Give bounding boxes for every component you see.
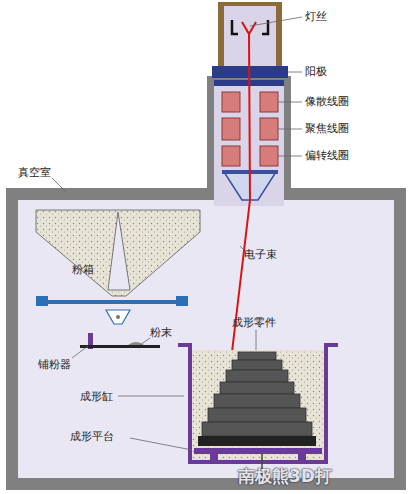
part-label: 成形平台 (70, 430, 114, 443)
part-label: 灯丝 (305, 10, 327, 23)
part-label: 成形缸 (80, 390, 113, 403)
part-label: 像散线圈 (305, 95, 349, 108)
part-label: 成形零件 (232, 316, 276, 329)
part-label: 偏转线圈 (305, 149, 349, 162)
part-label: 铺粉器 (38, 358, 71, 371)
part-label: 粉箱 (72, 263, 94, 276)
part-label: 阳极 (305, 65, 327, 78)
part-label: 电子束 (244, 248, 277, 261)
part-label: 聚焦线圈 (305, 122, 349, 135)
watermark: 南极熊3D打 (238, 466, 332, 486)
part-label: 粉末 (150, 326, 172, 339)
part-label: 真空室 (18, 166, 51, 179)
